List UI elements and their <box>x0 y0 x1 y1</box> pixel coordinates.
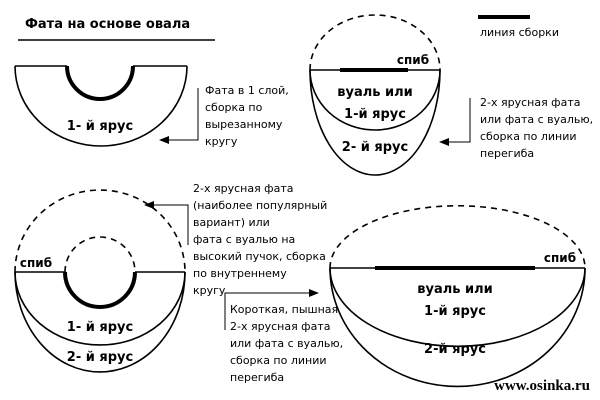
page-title: Фата на основе овала <box>25 17 190 32</box>
fold-label: спиб <box>20 256 52 270</box>
tier1-label: 1- й ярус <box>67 119 133 134</box>
legend-label: линия сборки <box>480 26 559 39</box>
tier2-label: 2- й ярус <box>67 350 133 365</box>
site-link[interactable]: www.osinka.ru <box>494 378 590 394</box>
tier1-label: 1-й ярус <box>424 304 486 319</box>
veil-label: вуаль или <box>337 85 412 100</box>
tier2-label: 2- й ярус <box>342 140 408 155</box>
fold-label: спиб <box>544 251 576 265</box>
diagram-two-tier-bun: спиб 1- й ярус 2- й ярус 2-х ярусная фат… <box>14 182 327 373</box>
tier1-label: 1- й ярус <box>67 320 133 335</box>
diagram-two-tier-oval: спиб вуаль или 1-й ярус 2- й ярус 2-х яр… <box>309 14 593 176</box>
veil-label: вуаль или <box>417 282 492 297</box>
tier2-label: 2-й ярус <box>424 342 486 357</box>
fold-label: спиб <box>397 53 429 67</box>
tier1-label: 1-й ярус <box>344 107 406 122</box>
diagram-short-veil: спиб вуаль или 1-й ярус 2-й ярус Коротка… <box>224 204 586 388</box>
